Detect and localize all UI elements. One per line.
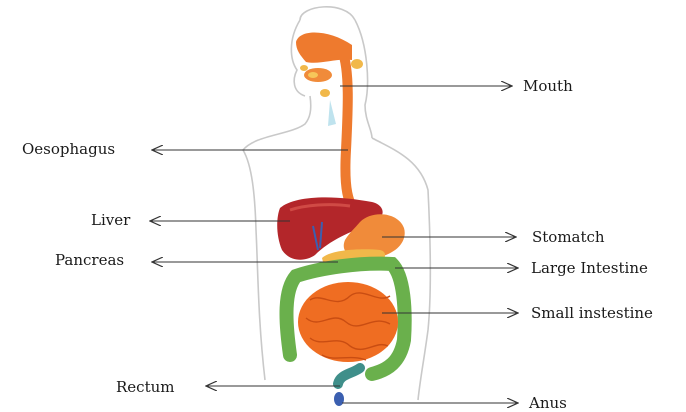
label-small-intestine: Small instestine — [531, 306, 653, 321]
small-intestine-organ — [298, 282, 398, 362]
label-anus: Anus — [529, 396, 567, 411]
label-pancreas: Pancreas — [55, 253, 124, 268]
label-mouth: Mouth — [523, 79, 573, 94]
oesophagus-organ — [342, 50, 362, 222]
label-oesophagus: Oesophagus — [22, 142, 115, 157]
anus-organ — [334, 392, 344, 406]
label-rectum: Rectum — [116, 380, 174, 395]
rectum-organ — [338, 368, 360, 384]
label-liver: Liver — [91, 213, 130, 228]
label-large-intestine: Large Intestine — [531, 261, 648, 276]
mouth-organ — [296, 33, 363, 126]
label-stomach: Stomatch — [532, 230, 605, 245]
